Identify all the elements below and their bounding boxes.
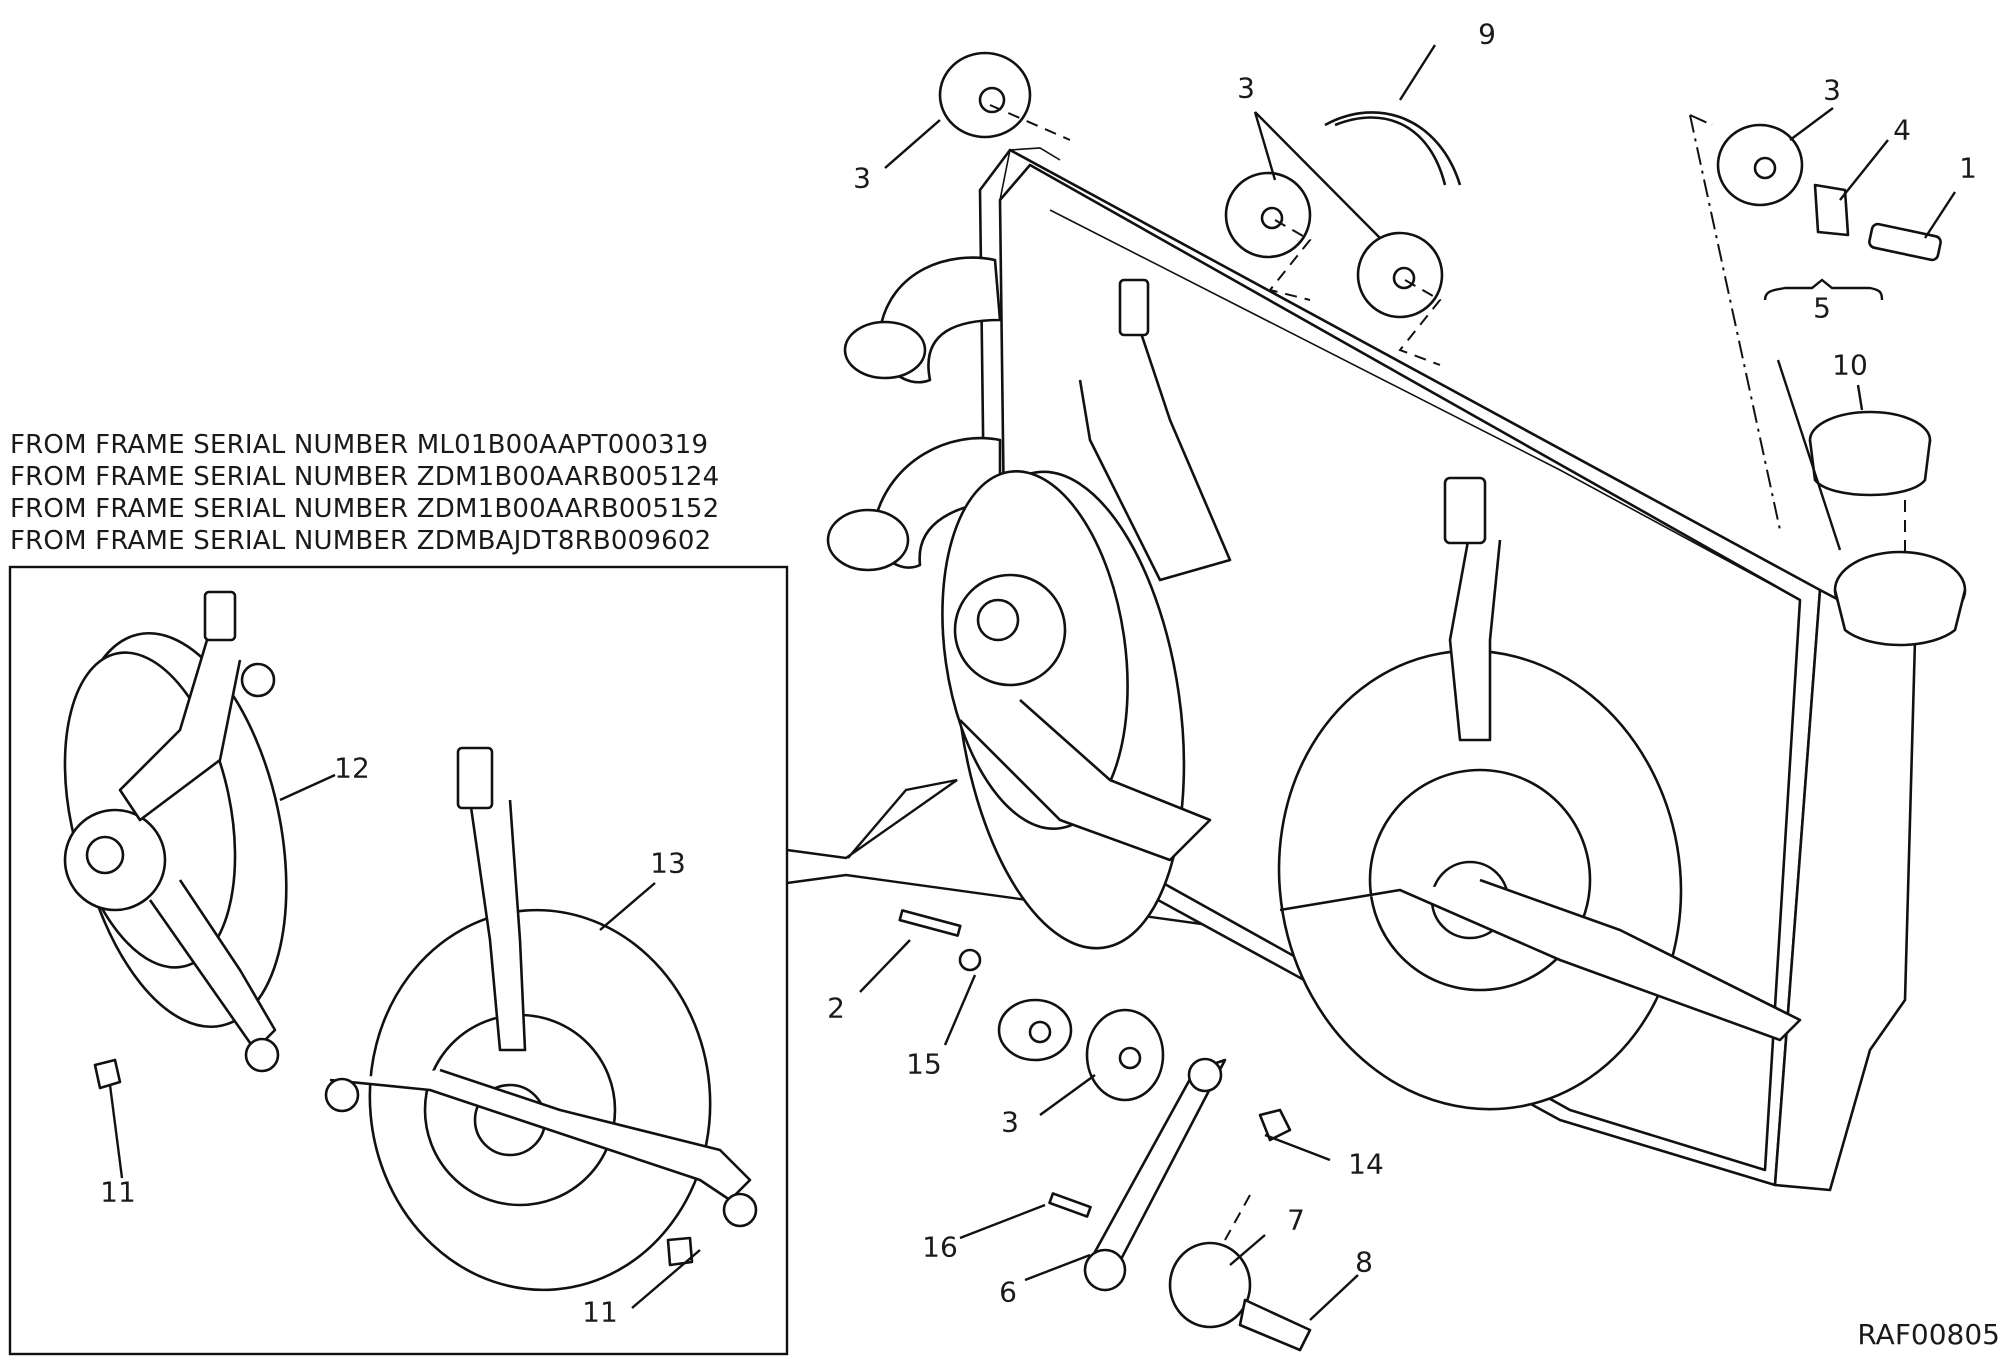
right-fan-assembly [1277, 476, 1802, 1111]
left-fan-assembly [941, 278, 1232, 950]
inset-pointer-lines [786, 778, 958, 860]
callout-15: 15 [906, 1047, 942, 1081]
callout-1: 1 [1959, 151, 1977, 185]
serial-note-2: FROM FRAME SERIAL NUMBER ZDM1B00AARB0051… [10, 462, 720, 492]
callout-3: 3 [1001, 1105, 1019, 1139]
drawing-code: RAF00805 [1857, 1318, 2000, 1351]
callout-4: 4 [1893, 113, 1911, 147]
callout-2: 2 [827, 991, 845, 1025]
callout-3: 3 [1823, 73, 1841, 107]
callout-6: 6 [999, 1275, 1017, 1309]
callout-12: 12 [334, 751, 370, 785]
serial-note-3: FROM FRAME SERIAL NUMBER ZDM1B00AARB0051… [10, 494, 720, 524]
callout-9: 9 [1478, 17, 1496, 51]
callout-16: 16 [922, 1230, 958, 1264]
callout-10: 10 [1832, 348, 1868, 382]
radiator-hoses [826, 256, 1002, 572]
leader-lines [108, 44, 1957, 1321]
callout-13: 13 [650, 846, 686, 880]
callout-3: 3 [853, 161, 871, 195]
small-parts [898, 51, 1942, 1352]
serial-note-1: FROM FRAME SERIAL NUMBER ML01B00AAPT0003… [10, 430, 709, 460]
callout-11: 11 [100, 1175, 136, 1209]
callout-11: 11 [582, 1295, 618, 1329]
serial-note-4: FROM FRAME SERIAL NUMBER ZDMBAJDT8RB0096… [10, 526, 712, 556]
assembly-lines [989, 104, 1906, 1241]
inset-fan-13 [93, 746, 758, 1292]
callout-5: 5 [1813, 291, 1831, 325]
inset-fan-12 [63, 590, 288, 1073]
callout-3: 3 [1237, 71, 1255, 105]
callout-14: 14 [1348, 1147, 1384, 1181]
callout-7: 7 [1287, 1203, 1305, 1237]
callout-8: 8 [1355, 1245, 1373, 1279]
inset-frame [8, 565, 789, 1356]
